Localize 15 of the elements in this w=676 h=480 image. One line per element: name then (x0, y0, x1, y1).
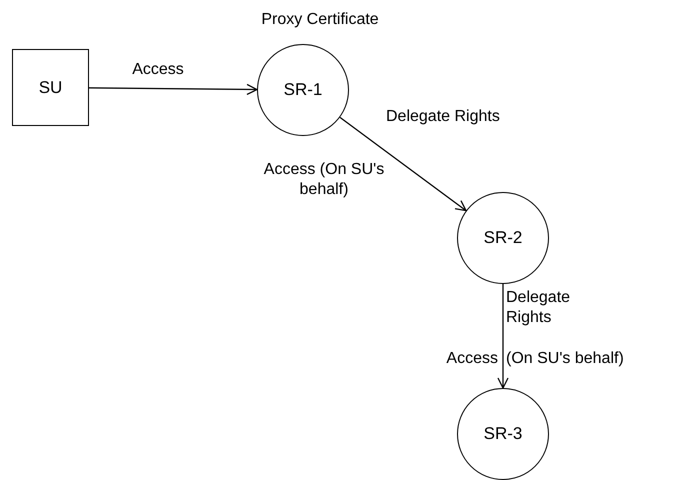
node-label: SU (38, 76, 62, 99)
annotation-label: Access (On SU's behalf) (262, 160, 386, 200)
arrow (340, 116, 467, 212)
node-label: SR-1 (284, 79, 322, 102)
arrow (497, 284, 509, 389)
node-label: SR-3 (484, 423, 522, 446)
arrow (89, 84, 258, 96)
edge-label: Delegate Rights (506, 288, 572, 328)
square-node (12, 49, 89, 126)
edge-label: Delegate Rights (386, 107, 501, 127)
node-caption: Proxy Certificate (260, 10, 380, 30)
annotation-label: (On SU's behalf) (506, 349, 625, 369)
edge-label: Access (131, 60, 185, 80)
annotation-label: Access (445, 349, 498, 369)
node-label: SR-2 (484, 227, 522, 250)
